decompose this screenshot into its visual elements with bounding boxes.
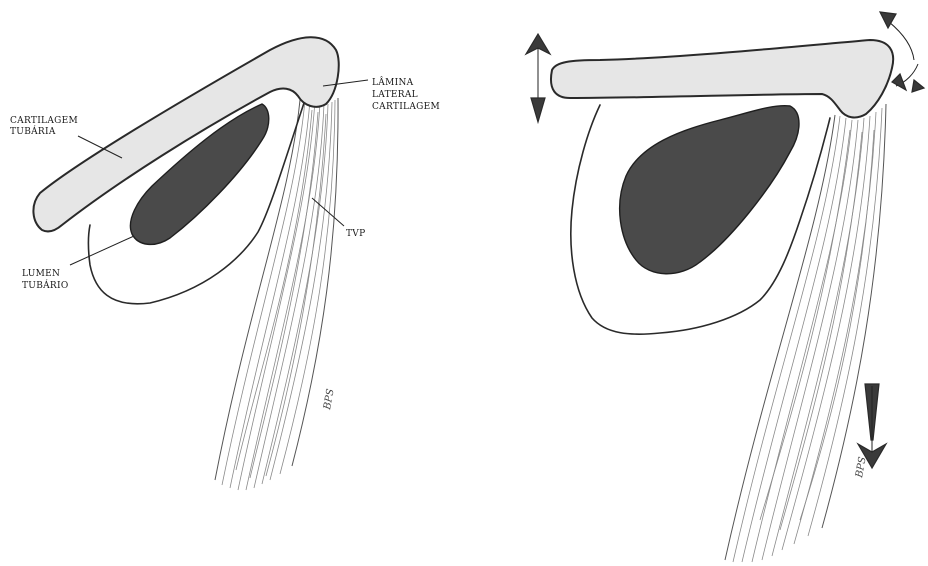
label-lamina-line3: CARTILAGEM	[372, 102, 440, 112]
leader-lumen	[70, 236, 134, 265]
tubal-cartilage-right	[551, 40, 893, 117]
label-lamina-line1: LÂMINA	[372, 76, 414, 88]
arrow-down	[858, 384, 886, 468]
right-panel: BPS	[526, 12, 924, 562]
left-panel: CARTILAGEM TUBÁRIA LÂMINA LATERAL CARTIL…	[10, 37, 440, 490]
signature-right: BPS	[854, 456, 869, 480]
label-cartilage-line2: TUBÁRIA	[10, 125, 56, 137]
signature-left: BPS	[322, 388, 337, 412]
label-lamina-line2: LATERAL	[372, 90, 418, 100]
tubal-lumen-right	[620, 106, 799, 274]
label-lumen-line1: LUMEN	[22, 269, 60, 279]
label-cartilage-line1: CARTILAGEM	[10, 116, 78, 126]
label-tvp: TVP	[346, 229, 365, 239]
leader-tvp	[312, 198, 344, 226]
arrow-up-left	[526, 34, 550, 122]
label-lumen-line2: TUBÁRIO	[22, 279, 69, 291]
